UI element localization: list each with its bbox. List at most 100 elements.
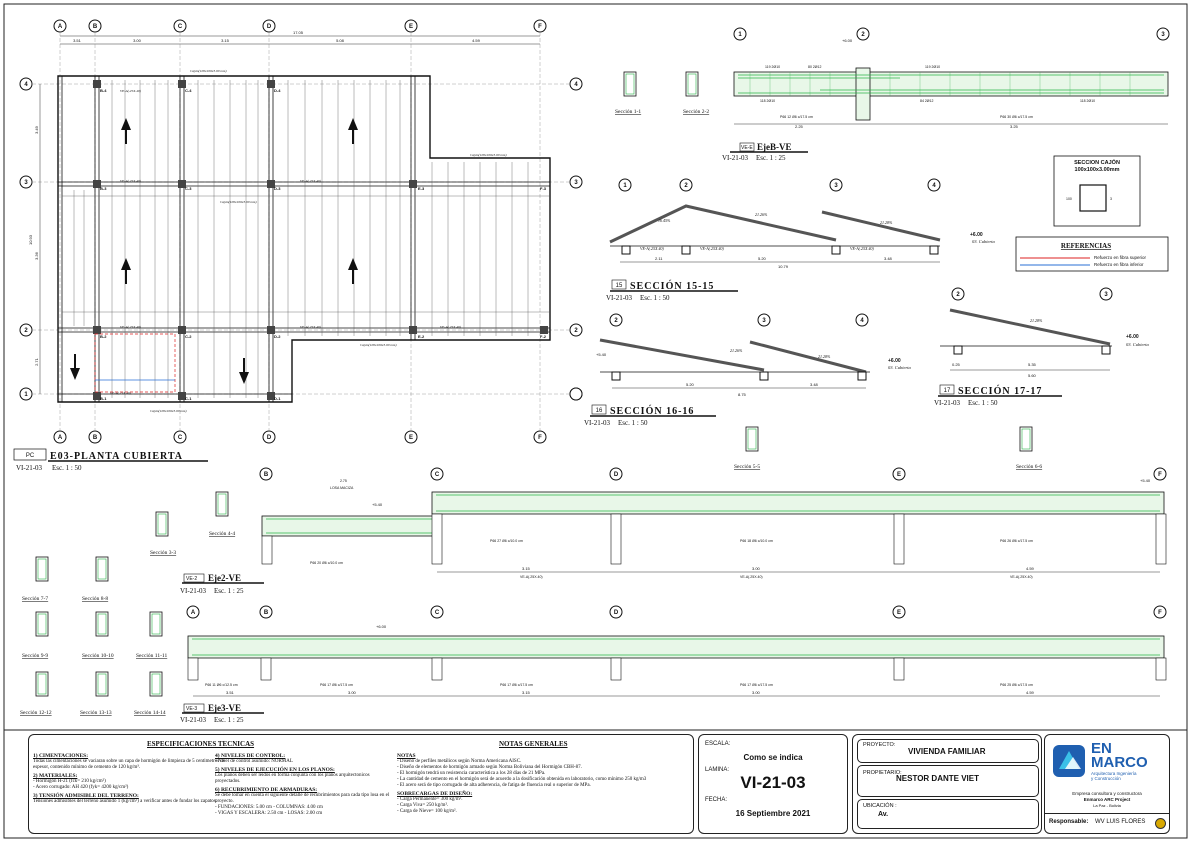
spec-h5: 5) NIVELES DE EJECUCIÓN EN LOS PLANOS: bbox=[215, 767, 335, 773]
fecha-value: 16 Septiembre 2021 bbox=[735, 809, 811, 818]
svg-text:2: 2 bbox=[956, 292, 960, 298]
svg-text:2: 2 bbox=[684, 183, 688, 189]
svg-text:119 2Ø10: 119 2Ø10 bbox=[925, 65, 940, 69]
svg-text:D-2: D-2 bbox=[274, 334, 281, 339]
spec-p6a: - FUNDACIONES: 5.00 cm - COLUMNAS: 4.00 … bbox=[215, 805, 323, 810]
svg-text:Sección 12-12: Sección 12-12 bbox=[20, 710, 52, 716]
svg-text:Refuerzo en fibra inferior: Refuerzo en fibra inferior bbox=[1094, 262, 1144, 267]
svg-text:Sección 1-1: Sección 1-1 bbox=[615, 109, 641, 115]
svg-text:3.48: 3.48 bbox=[810, 382, 819, 387]
svg-text:Cajón(100x100x3.00 mm): Cajón(100x100x3.00 mm) bbox=[220, 200, 257, 204]
company-city: La Paz - Bolivia bbox=[1093, 803, 1121, 808]
svg-text:4: 4 bbox=[24, 82, 28, 88]
svg-text:VE-A(.25X.40): VE-A(.25X.40) bbox=[300, 179, 322, 183]
spec-p4: - Nivel de control asumido: NORMAL bbox=[215, 759, 293, 764]
svg-text:C-2: C-2 bbox=[185, 334, 192, 339]
svg-text:VE-3: VE-3 bbox=[186, 706, 197, 712]
notes-title: NOTAS GENERALES bbox=[499, 740, 568, 748]
svg-text:C: C bbox=[178, 435, 183, 441]
svg-text:4.59: 4.59 bbox=[1026, 566, 1035, 571]
plan-axes-rows: 4 3 2 1 4 3 2 1 bbox=[19, 77, 583, 401]
svg-text:16: 16 bbox=[596, 408, 603, 414]
company-desc: Empresa consultora y constructora bbox=[1072, 791, 1142, 796]
logo-en: EN bbox=[1091, 740, 1112, 757]
svg-text:+5.40: +5.40 bbox=[372, 502, 383, 507]
svg-text:REFERENCIAS: REFERENCIAS bbox=[1061, 242, 1111, 250]
svg-text:118 2Ø10: 118 2Ø10 bbox=[1080, 99, 1095, 103]
svg-text:Cajón(100x100x3.00 mm): Cajón(100x100x3.00 mm) bbox=[360, 343, 397, 347]
spec-p3: Tensiones admisibles del terreno asumido… bbox=[33, 799, 217, 804]
svg-text:C: C bbox=[435, 472, 440, 478]
svg-text:P66 12 Ø6 c/17.5 cm: P66 12 Ø6 c/17.5 cm bbox=[780, 115, 813, 119]
ubicacion-value: Av. bbox=[878, 811, 889, 818]
escala-label: ESCALA: bbox=[705, 741, 731, 747]
svg-text:D-1: D-1 bbox=[274, 396, 281, 401]
svg-text:84 2Ø12: 84 2Ø12 bbox=[920, 99, 933, 103]
plan-dim-3: 3.15 bbox=[221, 38, 230, 43]
note-1: - Diseño de perfiles metálicos según Nor… bbox=[397, 759, 522, 764]
svg-text:VE-A(.25X.40): VE-A(.25X.40) bbox=[440, 325, 462, 329]
note-5: - El acero será de tipo corrugado de alt… bbox=[397, 783, 591, 788]
responsable-label: Responsable: bbox=[1049, 819, 1089, 825]
svg-text:Sección 5-5: Sección 5-5 bbox=[734, 464, 760, 470]
svg-text:B: B bbox=[264, 610, 269, 616]
plan-dim-5: 4.59 bbox=[472, 38, 481, 43]
svg-text:P66 17 Ø6 c/17.5 cm: P66 17 Ø6 c/17.5 cm bbox=[320, 683, 353, 687]
svg-text:Sección 2-2: Sección 2-2 bbox=[683, 109, 709, 115]
svg-text:21.26%: 21.26% bbox=[755, 212, 768, 217]
svg-text:E-3: E-3 bbox=[418, 186, 425, 191]
svg-text:F: F bbox=[538, 435, 542, 441]
svg-text:118 2Ø10: 118 2Ø10 bbox=[760, 99, 775, 103]
svg-text:C-4: C-4 bbox=[185, 88, 192, 93]
svg-text:Sección 9-9: Sección 9-9 bbox=[22, 653, 48, 659]
svg-text:+5.40: +5.40 bbox=[596, 352, 607, 357]
svg-text:P66 25 Ø6 c/17.5 cm: P66 25 Ø6 c/17.5 cm bbox=[1000, 683, 1033, 687]
svg-text:Sección 13-13: Sección 13-13 bbox=[80, 710, 112, 716]
svg-text:Esc. 1 : 50: Esc. 1 : 50 bbox=[618, 419, 648, 427]
company-panel: EN MARCO Arquitectura Ingeniería y Const… bbox=[1044, 734, 1170, 834]
svg-text:Cajón(100x100x3.00 mm): Cajón(100x100x3.00 mm) bbox=[150, 409, 187, 413]
svg-text:3: 3 bbox=[1161, 32, 1165, 38]
spec-p2a: - Hormigón H-21 (fck= 210 kg/cm²) bbox=[33, 779, 106, 784]
logo-tagline-1: Arquitectura Ingeniería bbox=[1091, 771, 1137, 776]
svg-text:Sección 8-8: Sección 8-8 bbox=[82, 596, 108, 602]
plan-dim-4: 5.08 bbox=[336, 38, 345, 43]
svg-text:D: D bbox=[267, 435, 272, 441]
svg-text:3.00: 3.00 bbox=[752, 690, 761, 695]
svg-text:Esc. 1 : 25: Esc. 1 : 25 bbox=[214, 587, 244, 595]
svg-text:0.25: 0.25 bbox=[952, 362, 961, 367]
svg-text:E: E bbox=[897, 610, 901, 616]
svg-text:5.20: 5.20 bbox=[686, 382, 695, 387]
svg-text:17: 17 bbox=[944, 388, 951, 394]
svg-text:B-2: B-2 bbox=[100, 334, 107, 339]
spec-p6b: - VIGAS Y ESCALERA: 2.50 cm - LOSAS: 2.0… bbox=[215, 811, 323, 816]
project-panel: PROYECTO: VIVIENDA FAMILIAR PROPIETARIO:… bbox=[852, 734, 1042, 834]
svg-text:4: 4 bbox=[860, 318, 864, 324]
svg-text:Sección 4-4: Sección 4-4 bbox=[209, 531, 235, 537]
section-17-title: SECCIÓN 17-17 bbox=[958, 385, 1042, 397]
svg-text:+5.40: +5.40 bbox=[1140, 478, 1151, 483]
eje-b-elevation: 1 2 3 +6.00 119 2Ø10 80 2Ø12 119 2Ø10 11… bbox=[615, 27, 1170, 162]
svg-text:21.28%: 21.28% bbox=[818, 354, 831, 359]
proyecto-value: VIVIENDA FAMILIAR bbox=[908, 747, 986, 756]
svg-text:2.11: 2.11 bbox=[655, 256, 663, 261]
svg-text:10.79: 10.79 bbox=[778, 264, 789, 269]
svg-text:VI-21-03: VI-21-03 bbox=[584, 419, 611, 427]
plan-total-dim: 17.05 bbox=[293, 30, 304, 35]
svg-text:VI-21-03: VI-21-03 bbox=[722, 154, 749, 162]
cajon-detail: SECCION CAJÓN 100x100x3.00mm 100 3 bbox=[1053, 155, 1141, 227]
svg-text:B-4: B-4 bbox=[100, 88, 107, 93]
svg-text:SECCION CAJÓN: SECCION CAJÓN bbox=[1074, 158, 1120, 166]
svg-text:F: F bbox=[1158, 472, 1162, 478]
svg-text:E: E bbox=[409, 435, 413, 441]
svg-text:2.25: 2.25 bbox=[795, 124, 804, 129]
svg-text:3.48: 3.48 bbox=[884, 256, 893, 261]
sheet-info-panel: ESCALA: Como se indica LAMINA: VI-21-03 … bbox=[698, 734, 848, 834]
plan-tag: PC bbox=[26, 453, 35, 459]
svg-text:C: C bbox=[178, 24, 183, 30]
svg-text:2: 2 bbox=[24, 328, 28, 334]
notes-h2: SOBRECARGAS DE DISEÑO: bbox=[397, 791, 473, 797]
svg-text:C: C bbox=[435, 610, 440, 616]
svg-text:P66 26 Ø6 c/17.5 cm: P66 26 Ø6 c/17.5 cm bbox=[1000, 539, 1033, 543]
note-3: - El hormigón tendrá un resistencia cara… bbox=[397, 771, 546, 776]
